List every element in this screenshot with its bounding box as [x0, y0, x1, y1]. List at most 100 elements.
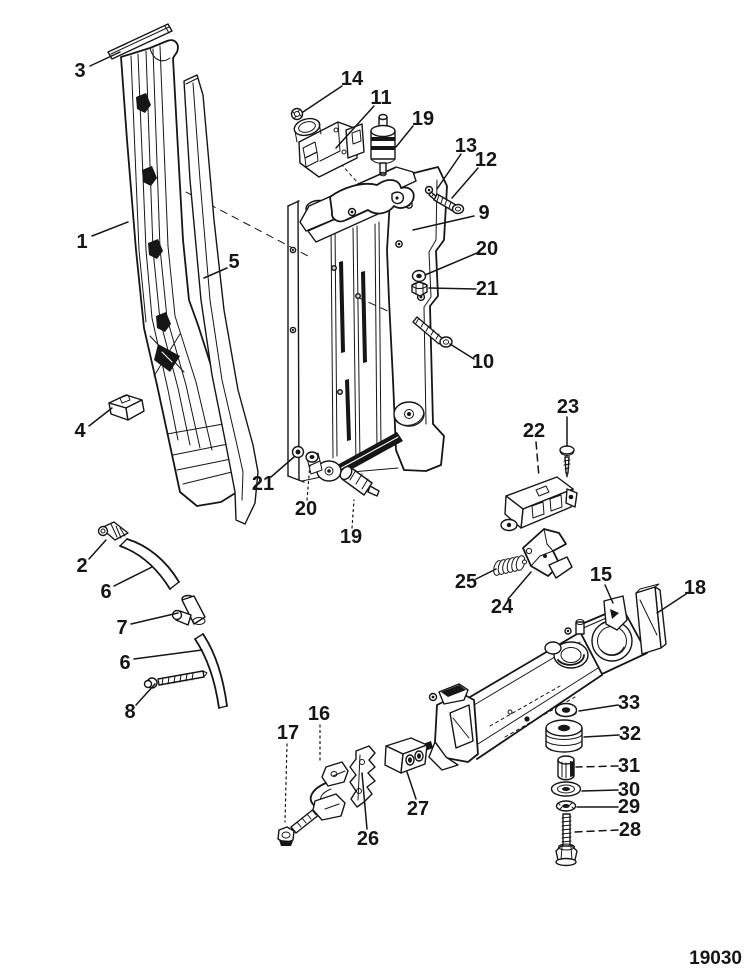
callout-label-2-16: 2: [76, 555, 87, 577]
part-latch-bracket: [522, 528, 573, 579]
callout-leader-19-6: [395, 125, 414, 148]
callout-leader-5-2: [203, 267, 228, 279]
part-mount-lower: [339, 465, 380, 497]
part-bolt-12: [433, 193, 465, 215]
part-transom-plate: [287, 166, 448, 483]
callout-label-14-4: 14: [341, 68, 364, 90]
callout-leader-2-16: [88, 539, 107, 560]
callout-leader-24-24: [507, 571, 532, 600]
part-washer-20-right: [411, 269, 427, 283]
callout-leader-32-28: [583, 734, 620, 738]
callout-leader-12-8: [451, 167, 479, 199]
part-wear-strip: [183, 74, 259, 525]
callout-label-25-23: 25: [455, 571, 477, 593]
callout-label-17-33: 17: [277, 722, 299, 744]
callout-leader-1-1: [91, 221, 129, 237]
callout-leader-20-14: [306, 463, 311, 501]
part-link-16: [309, 761, 349, 821]
callout-label-21-11: 21: [476, 278, 498, 300]
callout-label-11-5: 11: [370, 87, 391, 109]
part-bolt-28: [555, 813, 578, 867]
callout-label-22-21: 22: [523, 420, 545, 442]
callout-label-12-8: 12: [475, 149, 497, 171]
part-stop-tab: [603, 595, 628, 631]
callouts: 3154141119131292021102120192676822232524…: [74, 51, 706, 850]
callout-label-15-25: 15: [590, 564, 612, 586]
part-spring-25: [493, 555, 527, 576]
part-fitting-2: [97, 521, 129, 541]
part-hose-upper: [119, 538, 180, 590]
callout-leader-14-4: [302, 85, 343, 113]
part-tee-fitting: [171, 594, 206, 626]
part-washer-33: [554, 702, 578, 718]
callout-leader-20-10: [424, 252, 478, 276]
part-pump-bracket: [293, 117, 365, 178]
callout-leader-3-0: [89, 51, 121, 67]
part-nut-14: [290, 107, 304, 121]
callout-leader-18-26: [656, 593, 687, 614]
callout-label-13-7: 13: [455, 135, 477, 157]
callout-label-31-29: 31: [618, 755, 640, 777]
callout-leader-4-3: [88, 407, 113, 427]
part-bolt-17: [277, 807, 321, 846]
callout-label-33-27: 33: [618, 692, 640, 714]
part-spacer-block: [108, 394, 145, 421]
callout-label-18-26: 18: [684, 577, 706, 599]
part-nut-21-right: [411, 281, 428, 297]
callout-label-16-34: 16: [308, 703, 330, 725]
callout-label-19-15: 19: [340, 526, 362, 548]
callout-label-20-10: 20: [476, 238, 498, 260]
callout-leader-9-9: [412, 215, 475, 231]
callout-leader-6-19: [133, 649, 203, 660]
callout-leader-33-27: [578, 704, 619, 712]
callout-label-8-20: 8: [124, 701, 135, 723]
callout-leader-21-13: [270, 456, 295, 478]
callout-label-32-28: 32: [619, 723, 641, 745]
callout-leader-10-12: [449, 343, 475, 360]
part-hose-lower: [194, 633, 228, 709]
part-screw-8: [143, 670, 208, 689]
callout-label-4-3: 4: [74, 420, 86, 442]
callout-label-26-35: 26: [357, 828, 379, 850]
callout-leader-31-29: [575, 765, 619, 768]
part-pad-18: [635, 583, 667, 655]
callout-label-3-0: 3: [74, 60, 85, 82]
part-nut-21-lower: [291, 445, 305, 459]
part-grommet-29: [555, 800, 577, 812]
callout-label-24-24: 24: [491, 596, 514, 618]
callout-label-7-18: 7: [116, 617, 127, 639]
callout-label-1-1: 1: [76, 231, 87, 253]
callout-leader-17-33: [284, 743, 288, 823]
callout-leader-25-23: [475, 568, 497, 580]
part-bolt-10: [412, 316, 453, 348]
callout-label-30-30: 30: [618, 779, 640, 801]
part-mount-upper: [370, 113, 396, 177]
callout-label-10-12: 10: [472, 351, 494, 373]
callout-leader-26-35: [361, 772, 368, 830]
callout-label-5-2: 5: [228, 251, 239, 273]
callout-leader-21-11: [428, 287, 477, 290]
part-switch-housing: [500, 476, 578, 532]
callout-leader-11-5: [335, 105, 375, 149]
callout-label-27-36: 27: [407, 798, 429, 820]
callout-label-6-17: 6: [100, 581, 111, 603]
part-washer-30: [550, 781, 582, 797]
callout-leader-27-36: [406, 771, 417, 800]
part-screw-23: [559, 445, 575, 478]
part-swivel-arm: [423, 606, 648, 771]
callout-label-9-9: 9: [478, 202, 489, 224]
drawing-number: 19030: [689, 948, 742, 969]
callout-label-20-14: 20: [295, 498, 317, 520]
callout-leader-28-32: [573, 829, 619, 833]
part-mount-32: [545, 719, 583, 753]
callout-leader-30-30: [581, 789, 619, 792]
callout-leader-6-17: [113, 566, 153, 587]
callout-leader-19-15: [351, 499, 355, 529]
callout-label-6-19: 6: [119, 652, 130, 674]
callout-leader-8-20: [135, 683, 156, 706]
callout-label-23-22: 23: [557, 396, 579, 418]
callout-label-29-31: 29: [618, 796, 640, 818]
part-transom-channel: [120, 39, 242, 507]
